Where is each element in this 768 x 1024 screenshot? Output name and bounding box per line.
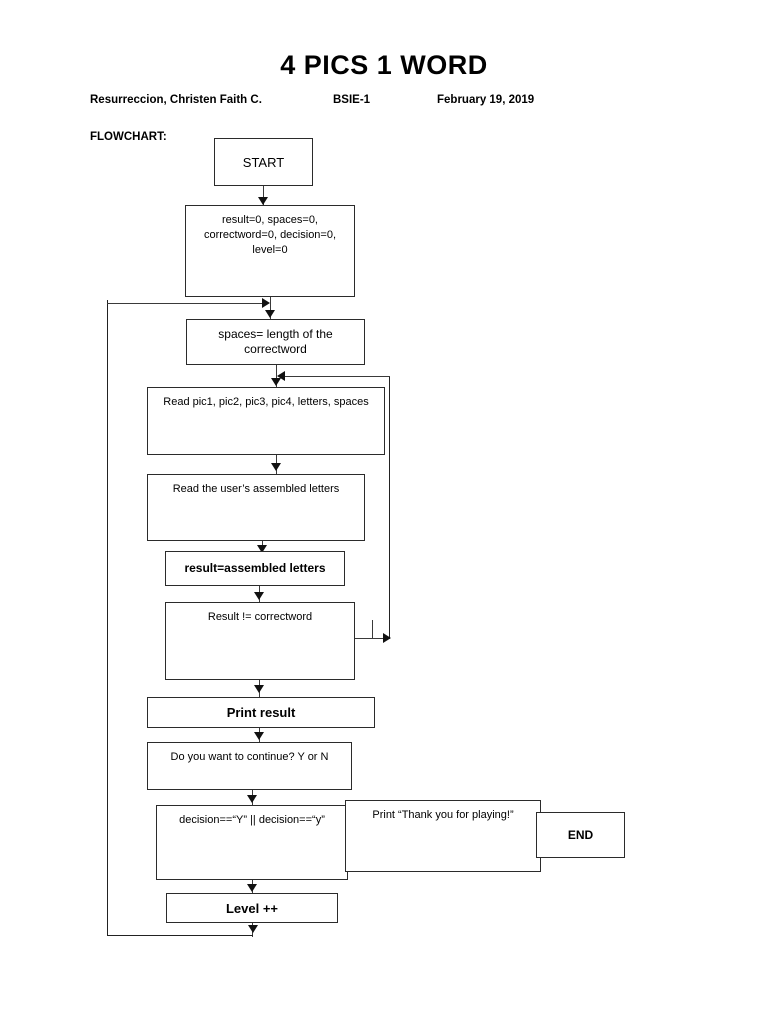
arrowhead-loop-top [262, 298, 270, 308]
flow-node-read-user[interactable]: Read the user’s assembled letters [147, 474, 365, 541]
connector-loop-right-top [285, 376, 390, 377]
flow-node-decision[interactable]: decision==“Y” || decision==“y” [156, 805, 348, 880]
connector-loop-left-rail [107, 300, 108, 936]
arrowhead-init [258, 197, 268, 205]
course-section: BSIE-1 [333, 94, 371, 106]
arrowhead-readpics [271, 378, 281, 386]
flow-node-level-up[interactable]: Level ++ [166, 893, 338, 923]
arrowhead-check [254, 592, 264, 600]
arrowhead-decision [247, 795, 257, 803]
arrowhead-spaces [265, 310, 275, 318]
flow-node-spaces-label: spaces= length of the correctword [218, 327, 333, 356]
connector-checkresult-loop [355, 638, 390, 639]
arrowhead-loop-right [277, 371, 285, 381]
arrowhead-loop-bottom [248, 925, 258, 933]
arrowhead-readuser [271, 463, 281, 471]
page-title: 4 PICS 1 WORD [280, 50, 488, 80]
flow-node-check-result-label: Result != correctword [207, 611, 313, 623]
document-meta: Resurreccion, Christen Faith C. BSIE-1 Feb… [90, 94, 690, 106]
flow-node-result-assign[interactable]: result=assembled letters [165, 551, 345, 586]
connector-init-spaces [270, 297, 271, 319]
arrowhead-loop-down [383, 633, 391, 643]
arrowhead-result [257, 545, 267, 553]
flow-node-start[interactable]: START [214, 138, 313, 186]
connector-start-init [263, 186, 264, 205]
flow-node-level-up-label: Level ++ [225, 900, 279, 916]
flow-node-start-label: START [242, 154, 285, 170]
flow-node-print-result[interactable]: Print result [147, 697, 375, 728]
flow-node-init[interactable]: result=0, spaces=0, correctword=0, decis… [185, 205, 355, 297]
connector-loop-right-rail [389, 376, 390, 638]
connector-loop-bottom [107, 935, 253, 936]
flow-node-thank-you[interactable]: Print “Thank you for playing!” [345, 800, 541, 872]
flow-node-continue[interactable]: Do you want to continue? Y or N [147, 742, 352, 790]
flow-node-check-result[interactable]: Result != correctword [165, 602, 355, 680]
flow-node-end[interactable]: END [536, 812, 625, 858]
flow-node-end-label: END [567, 827, 594, 842]
flow-node-decision-label: decision==“Y” || decision==“y” [179, 814, 325, 826]
arrowhead-continue [254, 732, 264, 740]
flowchart-heading: FLOWCHART: [90, 131, 167, 143]
connector-loop-top [107, 303, 265, 304]
flow-node-init-label: result=0, spaces=0, correctword=0, decis… [203, 214, 337, 256]
flow-node-spaces[interactable]: spaces= length of the correctword [186, 319, 365, 365]
document-date: February 19, 2019 [437, 94, 535, 106]
flow-node-print-result-label: Print result [226, 705, 296, 720]
flow-node-thank-you-label: Print “Thank you for playing!” [372, 809, 514, 821]
flow-node-read-pics-label: Read pic1, pic2, pic3, pic4, letters, sp… [163, 396, 369, 408]
author-name: Resurreccion, Christen Faith C. [90, 94, 262, 106]
flow-node-read-user-label: Read the user’s assembled letters [172, 483, 340, 495]
connector-spaces-readpics [276, 365, 277, 387]
flow-node-continue-label: Do you want to continue? Y or N [170, 751, 329, 763]
arrowhead-levelup [247, 884, 257, 892]
arrowhead-print [254, 685, 264, 693]
connector-checkresult-stub [372, 620, 373, 638]
flow-node-read-pics[interactable]: Read pic1, pic2, pic3, pic4, letters, sp… [147, 387, 385, 455]
flow-node-result-assign-label: result=assembled letters [184, 561, 326, 575]
